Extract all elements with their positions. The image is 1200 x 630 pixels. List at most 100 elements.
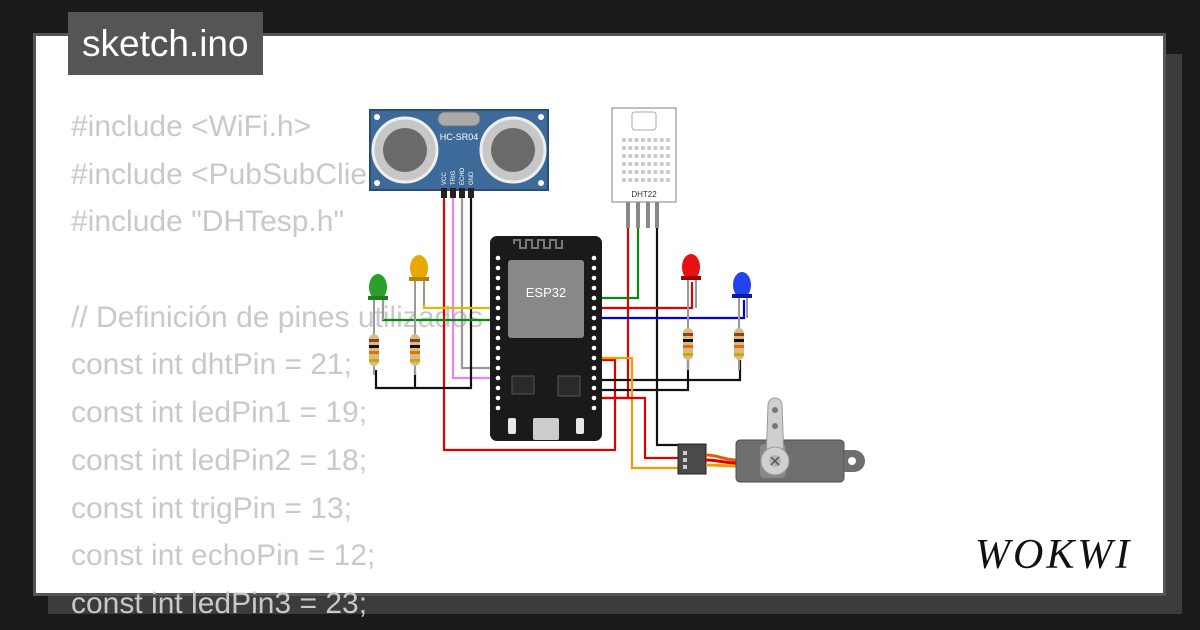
dht-vent-hole [634, 138, 639, 142]
dht-vent-hole [647, 138, 652, 142]
wire-servo-signal [598, 356, 678, 470]
esp32-pin [495, 285, 501, 291]
esp32-pin [495, 365, 501, 371]
esp32-pin [495, 275, 501, 281]
code-line: #include "DHTesp.h" [71, 205, 345, 239]
esp32-pin [495, 355, 501, 361]
esp32-pin [591, 335, 597, 341]
resistor-3 [683, 320, 693, 370]
wokwi-wordmark: WOKWI [975, 532, 1132, 578]
dht-vent-hole [666, 170, 671, 174]
dht-vent-hole [622, 138, 626, 142]
dht-vent-hole [640, 146, 645, 150]
file-title-tab: sketch.ino [68, 12, 263, 75]
pin-label-gnd: GND [469, 171, 475, 185]
dht-vent-hole [622, 170, 626, 174]
dht-vent-hole [659, 138, 664, 142]
dht-vent-hole [628, 154, 633, 158]
esp32-pin [591, 365, 597, 371]
wire-ultrasonic-echo [460, 195, 498, 370]
esp32-board: ESP32 [490, 236, 602, 441]
esp32-pin [495, 345, 501, 351]
dht-vent-hole [622, 146, 626, 150]
wire-servo-vcc [598, 396, 678, 460]
dht-vent-hole [653, 138, 658, 142]
dht-vent-hole [640, 138, 645, 142]
code-line: const int trigPin = 13; [71, 491, 352, 525]
esp32-pin [591, 355, 597, 361]
esp32-pin [591, 325, 597, 331]
dht-vent-hole [653, 170, 658, 174]
dht-vent-hole [653, 154, 658, 158]
esp32-pin [495, 395, 501, 401]
code-line: const int ledPin2 = 18; [71, 443, 368, 477]
dht-vent-hole [666, 146, 671, 150]
dht-vent-hole [628, 138, 633, 142]
esp32-pin [591, 285, 597, 291]
dht-vent-hole [628, 178, 633, 182]
dht-vent-hole [647, 146, 652, 150]
dht-vent-hole [634, 162, 639, 166]
resistor-2 [410, 325, 420, 375]
esp32-pin [591, 255, 597, 261]
wire-dht-data [598, 228, 640, 300]
dht-vent-hole [653, 178, 658, 182]
servo-motor [677, 397, 865, 483]
wire-ultrasonic-trig [451, 195, 498, 380]
pin-label-trig: TRIG [451, 170, 457, 185]
wire-led-green [381, 300, 498, 322]
dht-vent-hole [640, 154, 645, 158]
dht-vent-hole [647, 162, 652, 166]
ultrasonic-label: HC-SR04 [440, 132, 479, 142]
dht-vent-hole [666, 138, 671, 142]
wire-ultrasonic-vcc [442, 195, 617, 452]
dht-vent-hole [659, 170, 664, 174]
dht-vent-hole [622, 178, 626, 182]
esp32-pin [591, 375, 597, 381]
wokwi-logo: WOKWI [975, 532, 1132, 578]
dht-vent-hole [622, 162, 626, 166]
led-green [368, 274, 388, 330]
led-yellow [409, 255, 429, 330]
esp32-pin [495, 315, 501, 321]
dht-vent-hole [634, 170, 639, 174]
esp32-pin [591, 275, 597, 281]
code-line: const int ledPin1 = 19; [71, 396, 368, 430]
esp32-label: ESP32 [526, 285, 566, 300]
code-line: #include <WiFi.h> [71, 110, 312, 143]
code-line: const int echoPin = 12; [71, 539, 376, 573]
dht-vent-hole [647, 154, 652, 158]
resistor-1 [369, 325, 379, 375]
dht22-sensor: DHT22 [611, 107, 677, 228]
dht-vent-hole [640, 170, 645, 174]
esp32-pin [495, 405, 501, 411]
esp32-pin [591, 385, 597, 391]
dht-vent-hole [659, 154, 664, 158]
dht-vent-hole [659, 162, 664, 166]
esp32-pin [495, 295, 501, 301]
wire-led-blue [598, 300, 746, 320]
code-line: const int ledPin3 = 23; [71, 586, 368, 620]
dht-vent-hole [628, 162, 633, 166]
dht-vent-hole [622, 154, 626, 158]
dht-vent-hole [653, 162, 658, 166]
dht-vent-hole [666, 162, 671, 166]
esp32-pin [495, 255, 501, 261]
esp32-pin [495, 265, 501, 271]
esp32-pin [591, 315, 597, 321]
esp32-pin [495, 305, 501, 311]
dht-vent-hole [666, 178, 671, 182]
code-line: const int dhtPin = 21; [71, 348, 353, 382]
resistor-4 [734, 320, 744, 370]
esp32-pin [591, 295, 597, 301]
ultrasonic-sensor: HC-SR04 VCC TRIG ECHO GND [369, 109, 549, 198]
dht-vent-hole [666, 154, 671, 158]
dht-vent-hole [647, 170, 652, 174]
esp32-pin [495, 325, 501, 331]
esp32-pin [495, 385, 501, 391]
pin-label-echo: ECHO [460, 167, 466, 185]
wire-gnd-right2 [598, 360, 742, 382]
wire-dht-gnd [655, 228, 678, 447]
esp32-pin [591, 395, 597, 401]
esp32-pin [495, 335, 501, 341]
